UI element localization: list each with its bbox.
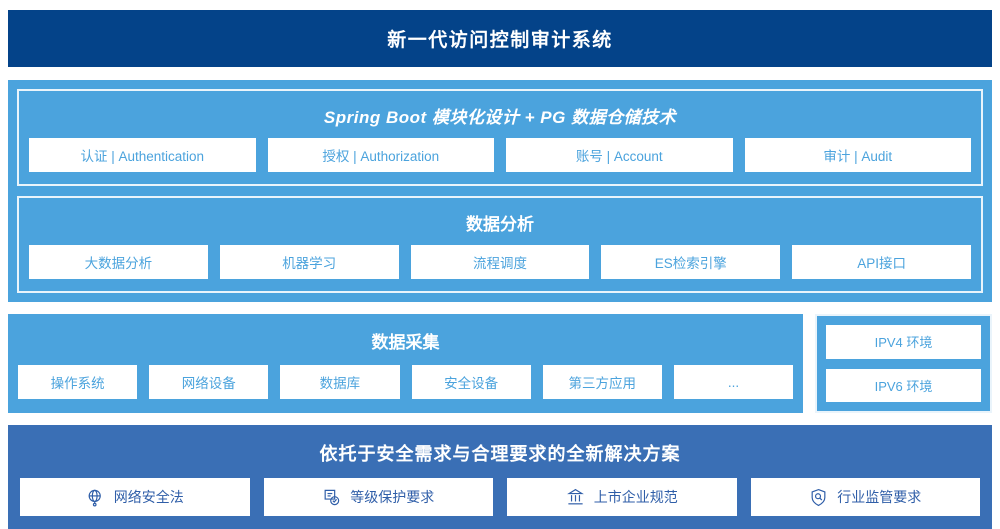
globe-network-icon xyxy=(86,488,105,507)
analysis-item-process-scheduling[interactable]: 流程调度 xyxy=(410,245,590,279)
compliance-item-label: 上市企业规范 xyxy=(593,489,678,505)
analysis-item-es-search[interactable]: ES检索引擎 xyxy=(601,245,781,279)
collection-item-third-party-app[interactable]: 第三方应用 xyxy=(542,365,662,399)
collection-item-network-device[interactable]: 网络设备 xyxy=(149,365,269,399)
compliance-item-classified-protection[interactable]: 等级保护要求 xyxy=(263,478,493,516)
section-collection-title: 数据采集 xyxy=(371,333,440,352)
document-check-icon xyxy=(322,488,341,507)
analysis-item-machine-learning[interactable]: 机器学习 xyxy=(219,245,399,279)
collection-item-security-device[interactable]: 安全设备 xyxy=(411,365,531,399)
platform-item-authorization[interactable]: 授权 | Authorization xyxy=(267,138,494,172)
section-analysis-title: 数据分析 xyxy=(466,215,534,234)
section-compliance-items: 网络安全法 等级保护要求 xyxy=(20,478,980,516)
section-compliance: 依托于安全需求与合理要求的全新解决方案 网络安全法 xyxy=(8,425,992,529)
section-platform: Spring Boot 模块化设计 + PG 数据仓储技术 认证 | Authe… xyxy=(17,89,983,186)
section-compliance-title: 依托于安全需求与合理要求的全新解决方案 xyxy=(319,444,681,464)
section-analysis-items: 大数据分析 机器学习 流程调度 ES检索引擎 API接口 xyxy=(29,245,971,279)
compliance-item-cybersecurity-law[interactable]: 网络安全法 xyxy=(20,478,250,516)
section-environments: IPV4 环境 IPV6 环境 xyxy=(815,314,992,413)
compliance-item-industry-supervision[interactable]: 行业监管要求 xyxy=(750,478,980,516)
section-collection: 数据采集 操作系统 网络设备 数据库 安全设备 第三方应用 ... xyxy=(8,314,803,413)
collection-row: 数据采集 操作系统 网络设备 数据库 安全设备 第三方应用 ... IPV4 环… xyxy=(8,314,992,413)
analysis-item-bigdata[interactable]: 大数据分析 xyxy=(29,245,208,279)
section-platform-title: Spring Boot 模块化设计 + PG 数据仓储技术 xyxy=(323,108,677,127)
compliance-item-listed-company-standards[interactable]: 上市企业规范 xyxy=(507,478,737,516)
compliance-item-label: 行业监管要求 xyxy=(837,489,922,505)
shield-search-icon xyxy=(809,488,828,507)
compliance-item-label: 网络安全法 xyxy=(113,489,184,505)
environment-item-ipv6[interactable]: IPV6 环境 xyxy=(826,368,981,402)
platform-item-audit[interactable]: 审计 | Audit xyxy=(744,138,971,172)
platform-item-authentication[interactable]: 认证 | Authentication xyxy=(29,138,256,172)
architecture-stack: Spring Boot 模块化设计 + PG 数据仓储技术 认证 | Authe… xyxy=(8,80,992,302)
section-platform-items: 认证 | Authentication 授权 | Authorization 账… xyxy=(29,138,971,172)
collection-item-database[interactable]: 数据库 xyxy=(280,365,400,399)
analysis-item-api[interactable]: API接口 xyxy=(792,245,971,279)
platform-item-account[interactable]: 账号 | Account xyxy=(506,138,733,172)
collection-item-more[interactable]: ... xyxy=(673,365,794,399)
section-analysis: 数据分析 大数据分析 机器学习 流程调度 ES检索引擎 API接口 xyxy=(17,196,983,293)
page-title-bar: 新一代访问控制审计系统 xyxy=(8,10,992,67)
environment-item-ipv4[interactable]: IPV4 环境 xyxy=(826,325,981,359)
bank-building-icon xyxy=(566,488,585,507)
compliance-item-label: 等级保护要求 xyxy=(350,489,435,505)
section-collection-items: 操作系统 网络设备 数据库 安全设备 第三方应用 ... xyxy=(18,365,794,399)
collection-item-os[interactable]: 操作系统 xyxy=(18,365,138,399)
page-title: 新一代访问控制审计系统 xyxy=(387,30,613,51)
